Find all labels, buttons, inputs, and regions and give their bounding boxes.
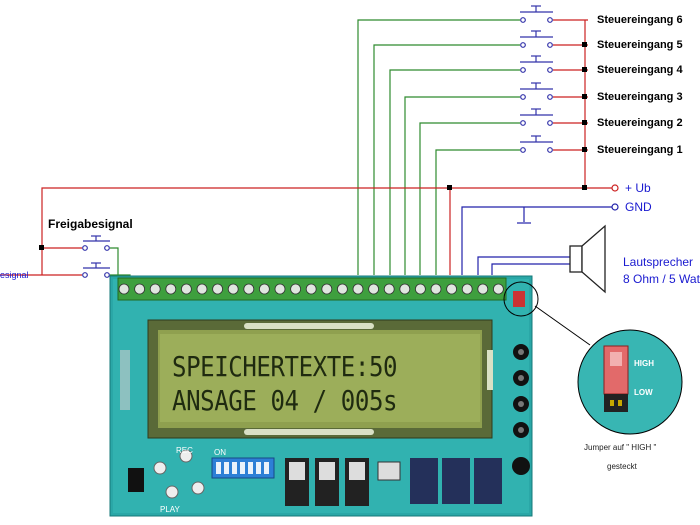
terminal-screw (196, 283, 208, 295)
terminal-screw (336, 283, 348, 295)
input-label-1: Steuereingang 1 (597, 144, 683, 156)
terminal-screw (352, 283, 364, 295)
terminal-screw (492, 283, 504, 295)
terminal-screws (118, 283, 504, 295)
jumper-low-label: LOW (634, 388, 653, 397)
terminal-screw (274, 283, 286, 295)
pushbutton-3 (520, 82, 553, 100)
gnd-terminal (611, 203, 619, 211)
terminal-screw (446, 283, 458, 295)
rec-label: REC (176, 446, 193, 455)
input-label-2: Steuereingang 2 (597, 117, 683, 129)
play-label: PLAY (160, 505, 180, 514)
gnd-wire (461, 206, 612, 275)
dip-on-label: ON (214, 448, 226, 457)
terminal-screw (134, 283, 146, 295)
speaker-label-line2: 8 Ohm / 5 Watt (623, 272, 700, 286)
ground-wires (461, 206, 612, 275)
jumper-highlight (503, 281, 539, 317)
pushbutton-5 (520, 30, 553, 48)
terminal-screw (149, 283, 161, 295)
terminal-screw (368, 283, 380, 295)
terminal-screw (165, 283, 177, 295)
release-title: Freigabesignal (48, 217, 133, 231)
terminal-screw (461, 283, 473, 295)
pushbutton-6 (520, 5, 553, 23)
terminal-screw (477, 283, 489, 295)
callout-line (534, 305, 591, 346)
plus-ub-label: + Ub (625, 181, 651, 195)
terminal-screw (399, 283, 411, 295)
pushbutton-1 (520, 135, 553, 153)
terminal-screw (180, 283, 192, 295)
input-buttons (82, 5, 553, 278)
jumper-zoom (577, 329, 683, 435)
bottom-components (120, 350, 502, 506)
terminal-screw (321, 283, 333, 295)
jumper-caption-2: gesteckt (607, 462, 637, 471)
speaker-wire-1 (477, 256, 570, 275)
terminal-screw (430, 283, 442, 295)
terminal-screw (227, 283, 239, 295)
wire-release-1 (110, 247, 119, 275)
wire-input-1 (435, 149, 520, 275)
input-label-6: Steuereingang 6 (597, 14, 683, 26)
pushbutton-2 (520, 108, 553, 126)
speaker-label-line1: Lautsprecher (623, 255, 694, 269)
jumper-high-label: HIGH (634, 359, 654, 368)
wire-input-6 (357, 19, 520, 275)
pushbutton-4 (520, 55, 553, 73)
terminal-screw (118, 283, 130, 295)
input-wires (110, 19, 520, 280)
speaker-label: Lautsprecher 8 Ohm / 5 Watt (623, 254, 700, 288)
release-button-2 (82, 262, 110, 278)
wire-input-2 (419, 122, 520, 275)
supply-wires (0, 19, 612, 276)
side-buttons (512, 344, 530, 475)
terminal-screw (383, 283, 395, 295)
terminal-screw (243, 283, 255, 295)
gnd-label: GND (625, 200, 652, 214)
jumper-caption-1: Jumper auf " HIGH " (584, 443, 657, 452)
release-left-label: esignal (0, 270, 29, 280)
wire-input-5 (373, 44, 520, 275)
release-button-1 (82, 235, 110, 251)
plus-ub-terminal (611, 184, 619, 192)
terminal-screw (258, 283, 270, 295)
terminal-screw (212, 283, 224, 295)
plus-ub-wire (41, 187, 612, 275)
terminal-screw (290, 283, 302, 295)
speaker-icon (569, 224, 606, 294)
lcd-module (147, 319, 493, 439)
input-label-4: Steuereingang 4 (597, 64, 683, 76)
wire-input-3 (404, 96, 520, 275)
terminal-screw (414, 283, 426, 295)
wire-input-4 (389, 69, 520, 275)
input-label-3: Steuereingang 3 (597, 91, 683, 103)
input-label-5: Steuereingang 5 (597, 39, 683, 51)
lcd-line-1: SPEICHERTEXTE:50 (172, 350, 398, 383)
terminal-block (117, 277, 507, 301)
terminal-screw (305, 283, 317, 295)
supply-junctions (39, 42, 587, 250)
lcd-line-2: ANSAGE 04 / 005s (172, 384, 398, 417)
speaker-wire-2 (491, 263, 570, 275)
